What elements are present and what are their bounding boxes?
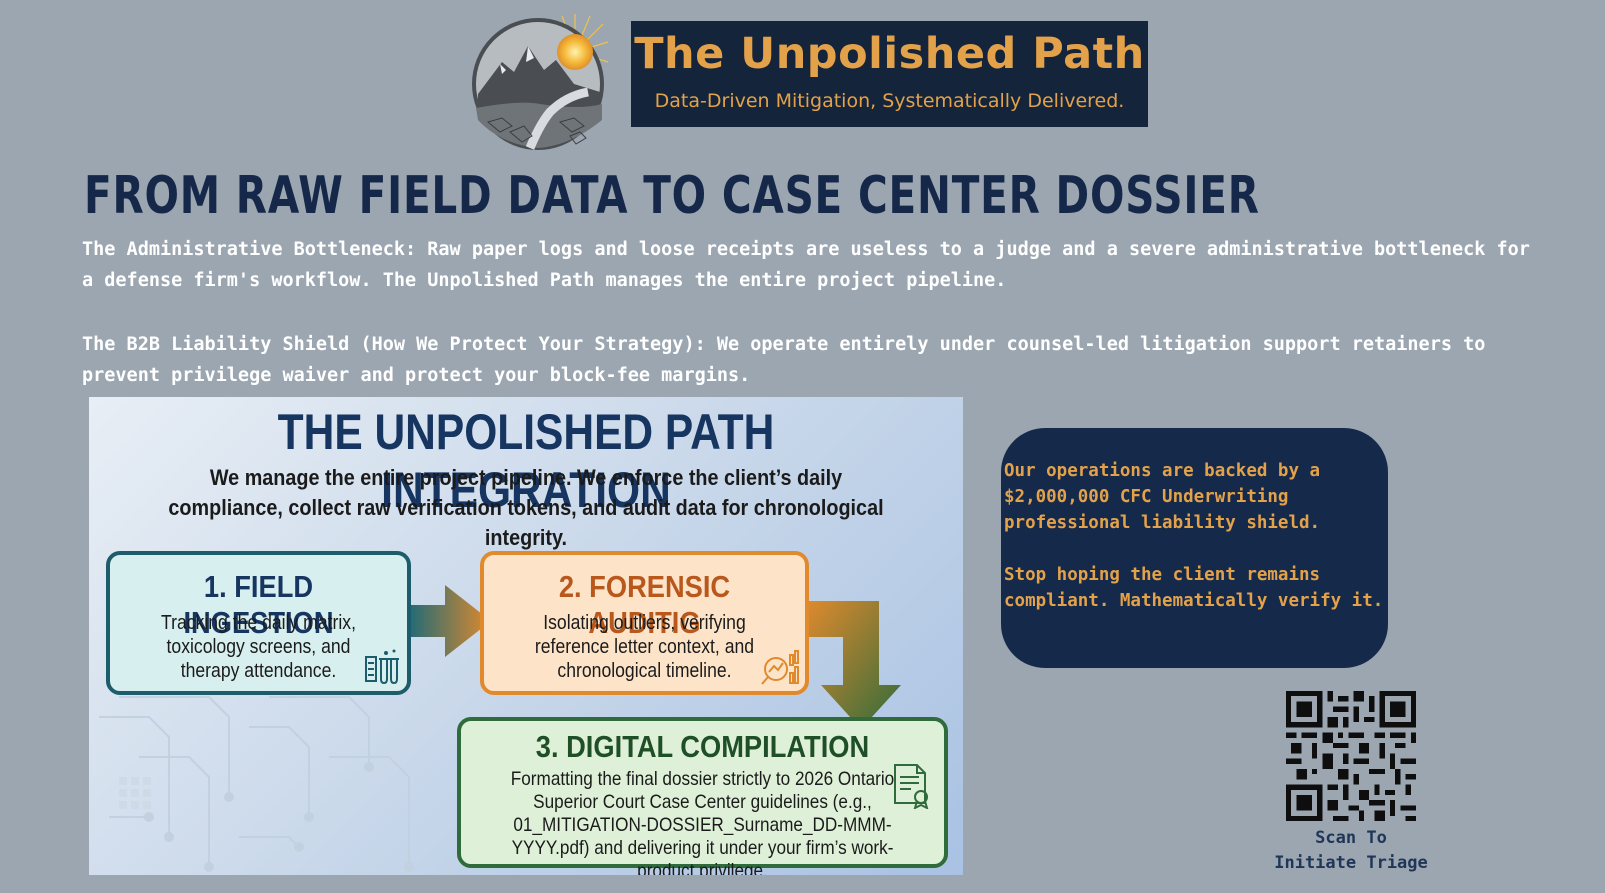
magnifier-chart-icon bbox=[761, 650, 799, 685]
lab-tubes-icon bbox=[365, 649, 399, 685]
qr-caption: Scan To Initiate Triage bbox=[1270, 826, 1432, 876]
step-title: 2. FORENSIC AUDITIG bbox=[558, 569, 731, 640]
certificate-icon bbox=[894, 764, 929, 809]
qr-code[interactable] bbox=[1286, 691, 1416, 821]
step-digital-compilation: 3. DIGITAL COMPILATION Formatting the fi… bbox=[457, 717, 948, 875]
callout-line-verify: Stop hoping the client remains compliant… bbox=[1004, 565, 1384, 611]
flow-arrows bbox=[407, 585, 901, 729]
callout-line-coverage: Our operations are backed by a $2,000,00… bbox=[1004, 461, 1321, 533]
liability-callout: Our operations are backed by a $2,000,00… bbox=[1001, 428, 1388, 668]
brand-title: The Unpolished Path bbox=[634, 29, 1145, 79]
qr-caption-line1: Scan To bbox=[1315, 828, 1387, 848]
step-title: 1. FIELD INGESTION bbox=[183, 569, 334, 640]
step-description: Tracking the daily matrix, toxicology sc… bbox=[161, 612, 356, 682]
step-description: Isolating outliers, verifying reference … bbox=[534, 612, 755, 682]
step-title: 3. DIGITAL COMPILATION bbox=[535, 729, 870, 764]
qr-caption-line2: Initiate Triage bbox=[1274, 853, 1428, 873]
step-description: Formatting the final dossier strictly to… bbox=[510, 768, 895, 875]
infographic-title: THE UNPOLISHED PATH INTEGRATION bbox=[277, 404, 775, 518]
mountain-path-logo bbox=[472, 14, 609, 150]
bottleneck-paragraph: The Administrative Bottleneck: Raw paper… bbox=[82, 239, 1530, 291]
step-forensic-auditing: 2. FORENSIC AUDITIG Isolating outliers, … bbox=[480, 551, 809, 695]
page-headline: FROM RAW FIELD DATA TO CASE CENTER DOSSI… bbox=[84, 166, 1260, 226]
brand-banner: The Unpolished Path Data-Driven Mitigati… bbox=[631, 21, 1148, 127]
integration-infographic: THE UNPOLISHED PATH INTEGRATION We manag… bbox=[89, 397, 963, 875]
callout-text: Our operations are backed by a $2,000,00… bbox=[1004, 458, 1384, 614]
infographic-subtitle: We manage the entire project pipeline. W… bbox=[168, 465, 884, 550]
circuit-background bbox=[99, 696, 414, 872]
step-field-ingestion: 1. FIELD INGESTION Tracking the daily ma… bbox=[106, 551, 411, 695]
brand-tagline: Data-Driven Mitigation, Systematically D… bbox=[654, 90, 1125, 112]
liability-shield-paragraph: The B2B Liability Shield (How We Protect… bbox=[82, 334, 1486, 386]
